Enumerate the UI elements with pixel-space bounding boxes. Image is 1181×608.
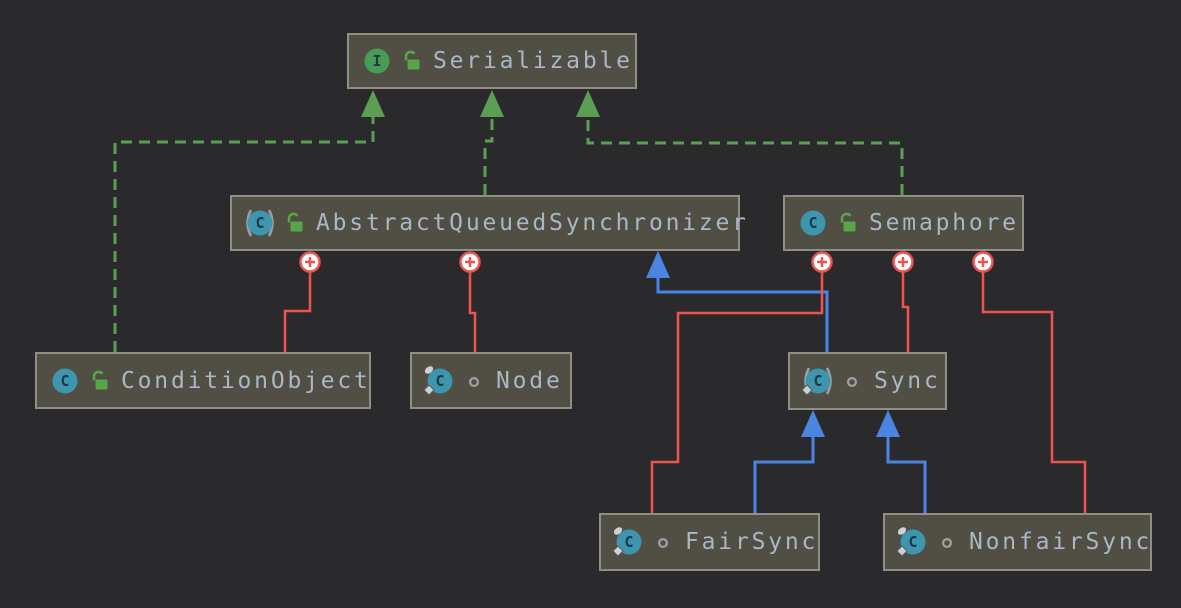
final-marker-icon [897,527,907,535]
class-node-semaphore[interactable]: C Semaphore [783,195,1024,251]
arrowhead-icon [876,410,900,437]
class-node-abstractqueuedsynchronizer[interactable]: C AbstractQueuedSynchronizer [230,195,746,251]
class-node-node[interactable]: C Node [410,352,572,409]
realization-edge-abstractqueuedsynchronizer-implements-serializable[interactable] [480,90,504,195]
class-name-label: ConditionObject [121,367,371,394]
inner-class-edge-abstractqueuedsynchronizer-inner-node[interactable] [459,251,481,353]
svg-text:C: C [255,214,264,232]
svg-text:C: C [813,372,822,390]
class-node-sync[interactable]: C Sync [788,352,947,410]
arrowhead-icon [480,90,504,117]
class-node-conditionobject[interactable]: C ConditionObject [35,352,371,409]
public-visibility-lock-icon [401,49,423,73]
inner-class-edge-semaphore-inner-nonfairsync[interactable] [972,251,1087,514]
final-marker-icon [424,365,434,374]
class-name-label: Semaphore [869,210,1019,236]
plus-glyph [465,257,475,267]
abstract-class-icon: C [242,206,278,240]
svg-text:C: C [908,533,917,551]
svg-text:I: I [372,52,381,70]
arrowhead-icon [801,410,825,437]
svg-text:C: C [60,372,69,390]
plus-glyph [898,257,908,267]
realization-edge-conditionobject-implements-serializable[interactable] [113,90,385,352]
realization-edge-semaphore-implements-serializable[interactable] [576,90,904,195]
arrowhead-icon [646,251,670,278]
class-node-serializable[interactable]: I Serializable [347,33,637,89]
class-node-fairsync[interactable]: C FairSync [599,513,820,571]
abstract-class-icon: C [800,364,836,398]
class-name-label: AbstractQueuedSynchronizer [316,210,749,236]
class-name-label: NonfairSync [969,529,1153,555]
class-name-label: Sync [874,368,941,394]
static-marker-icon [801,384,813,396]
public-visibility-lock-icon [284,211,306,235]
inner-class-edge-abstractqueuedsynchronizer-inner-conditionobject[interactable] [283,251,321,353]
plus-glyph [978,257,988,267]
class-icon: C [795,206,831,240]
inheritance-edge-nonfairsync-extends-sync[interactable] [876,410,927,513]
inner-class-edge-semaphore-inner-sync[interactable] [892,251,914,353]
class-name-label: FairSync [685,529,819,555]
public-visibility-lock-icon [89,369,111,393]
arrowhead-icon [576,90,600,117]
svg-text:C: C [435,372,444,390]
class-icon: C [422,364,458,398]
class-node-nonfairsync[interactable]: C NonfairSync [883,513,1152,571]
package-private-visibility-icon [842,369,864,393]
plus-glyph [817,257,827,267]
final-marker-icon [613,527,623,535]
static-marker-icon [896,545,908,557]
package-private-visibility-icon [653,530,675,554]
arrowhead-icon [361,90,385,117]
class-icon: C [47,364,83,398]
class-icon: C [611,525,647,559]
class-icon: C [895,525,931,559]
svg-text:C: C [808,214,817,232]
plus-glyph [305,257,315,267]
interface-icon: I [359,44,395,78]
public-visibility-lock-icon [837,211,859,235]
static-marker-icon [423,383,435,396]
svg-text:C: C [624,533,633,551]
inner-class-edge-semaphore-inner-fairsync[interactable] [650,251,833,514]
class-name-label: Serializable [433,48,633,74]
static-marker-icon [612,545,624,557]
class-name-label: Node [496,367,563,394]
package-private-visibility-icon [464,369,486,393]
inheritance-edge-sync-extends-abstractqueuedsynchronizer[interactable] [646,251,829,352]
inheritance-edge-fairsync-extends-sync[interactable] [753,410,825,513]
package-private-visibility-icon [937,530,959,554]
